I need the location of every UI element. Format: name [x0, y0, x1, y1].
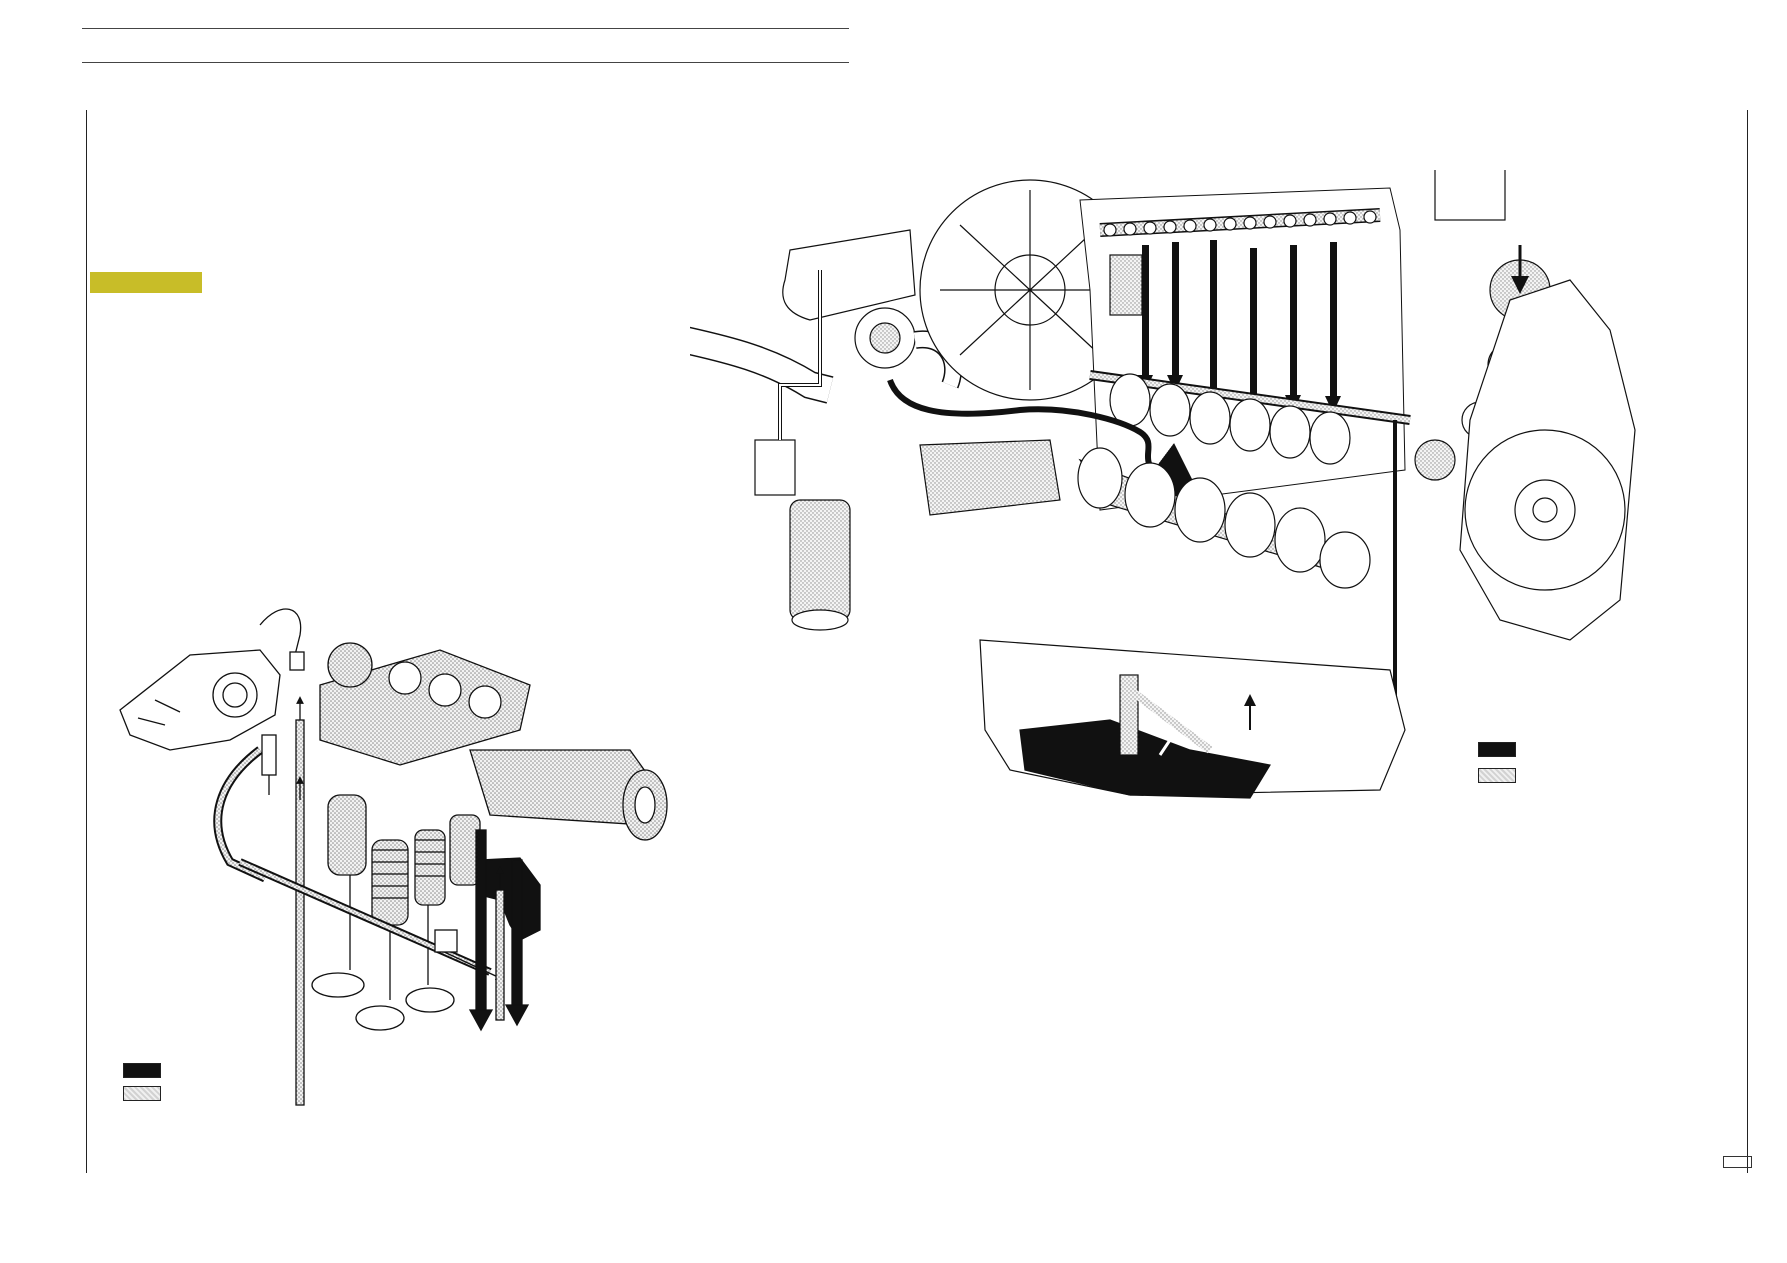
- page-border-left: [86, 110, 87, 1173]
- header-rule-bottom: [82, 62, 849, 63]
- legend-swatch-pressure-oil: [1478, 742, 1516, 757]
- engine-lubrication-circuit-figure: [690, 170, 1636, 799]
- page-number-box: [1723, 1156, 1752, 1168]
- legend-swatch-pressure-oil: [123, 1063, 161, 1078]
- valve-gear-lubrication-figure: [119, 608, 668, 1106]
- legend-swatch-return-oil: [1478, 768, 1516, 783]
- header-rule-top: [82, 28, 849, 29]
- legend-swatch-return-oil: [123, 1086, 161, 1101]
- page-border-right: [1747, 110, 1748, 1173]
- section-tag: [90, 272, 202, 293]
